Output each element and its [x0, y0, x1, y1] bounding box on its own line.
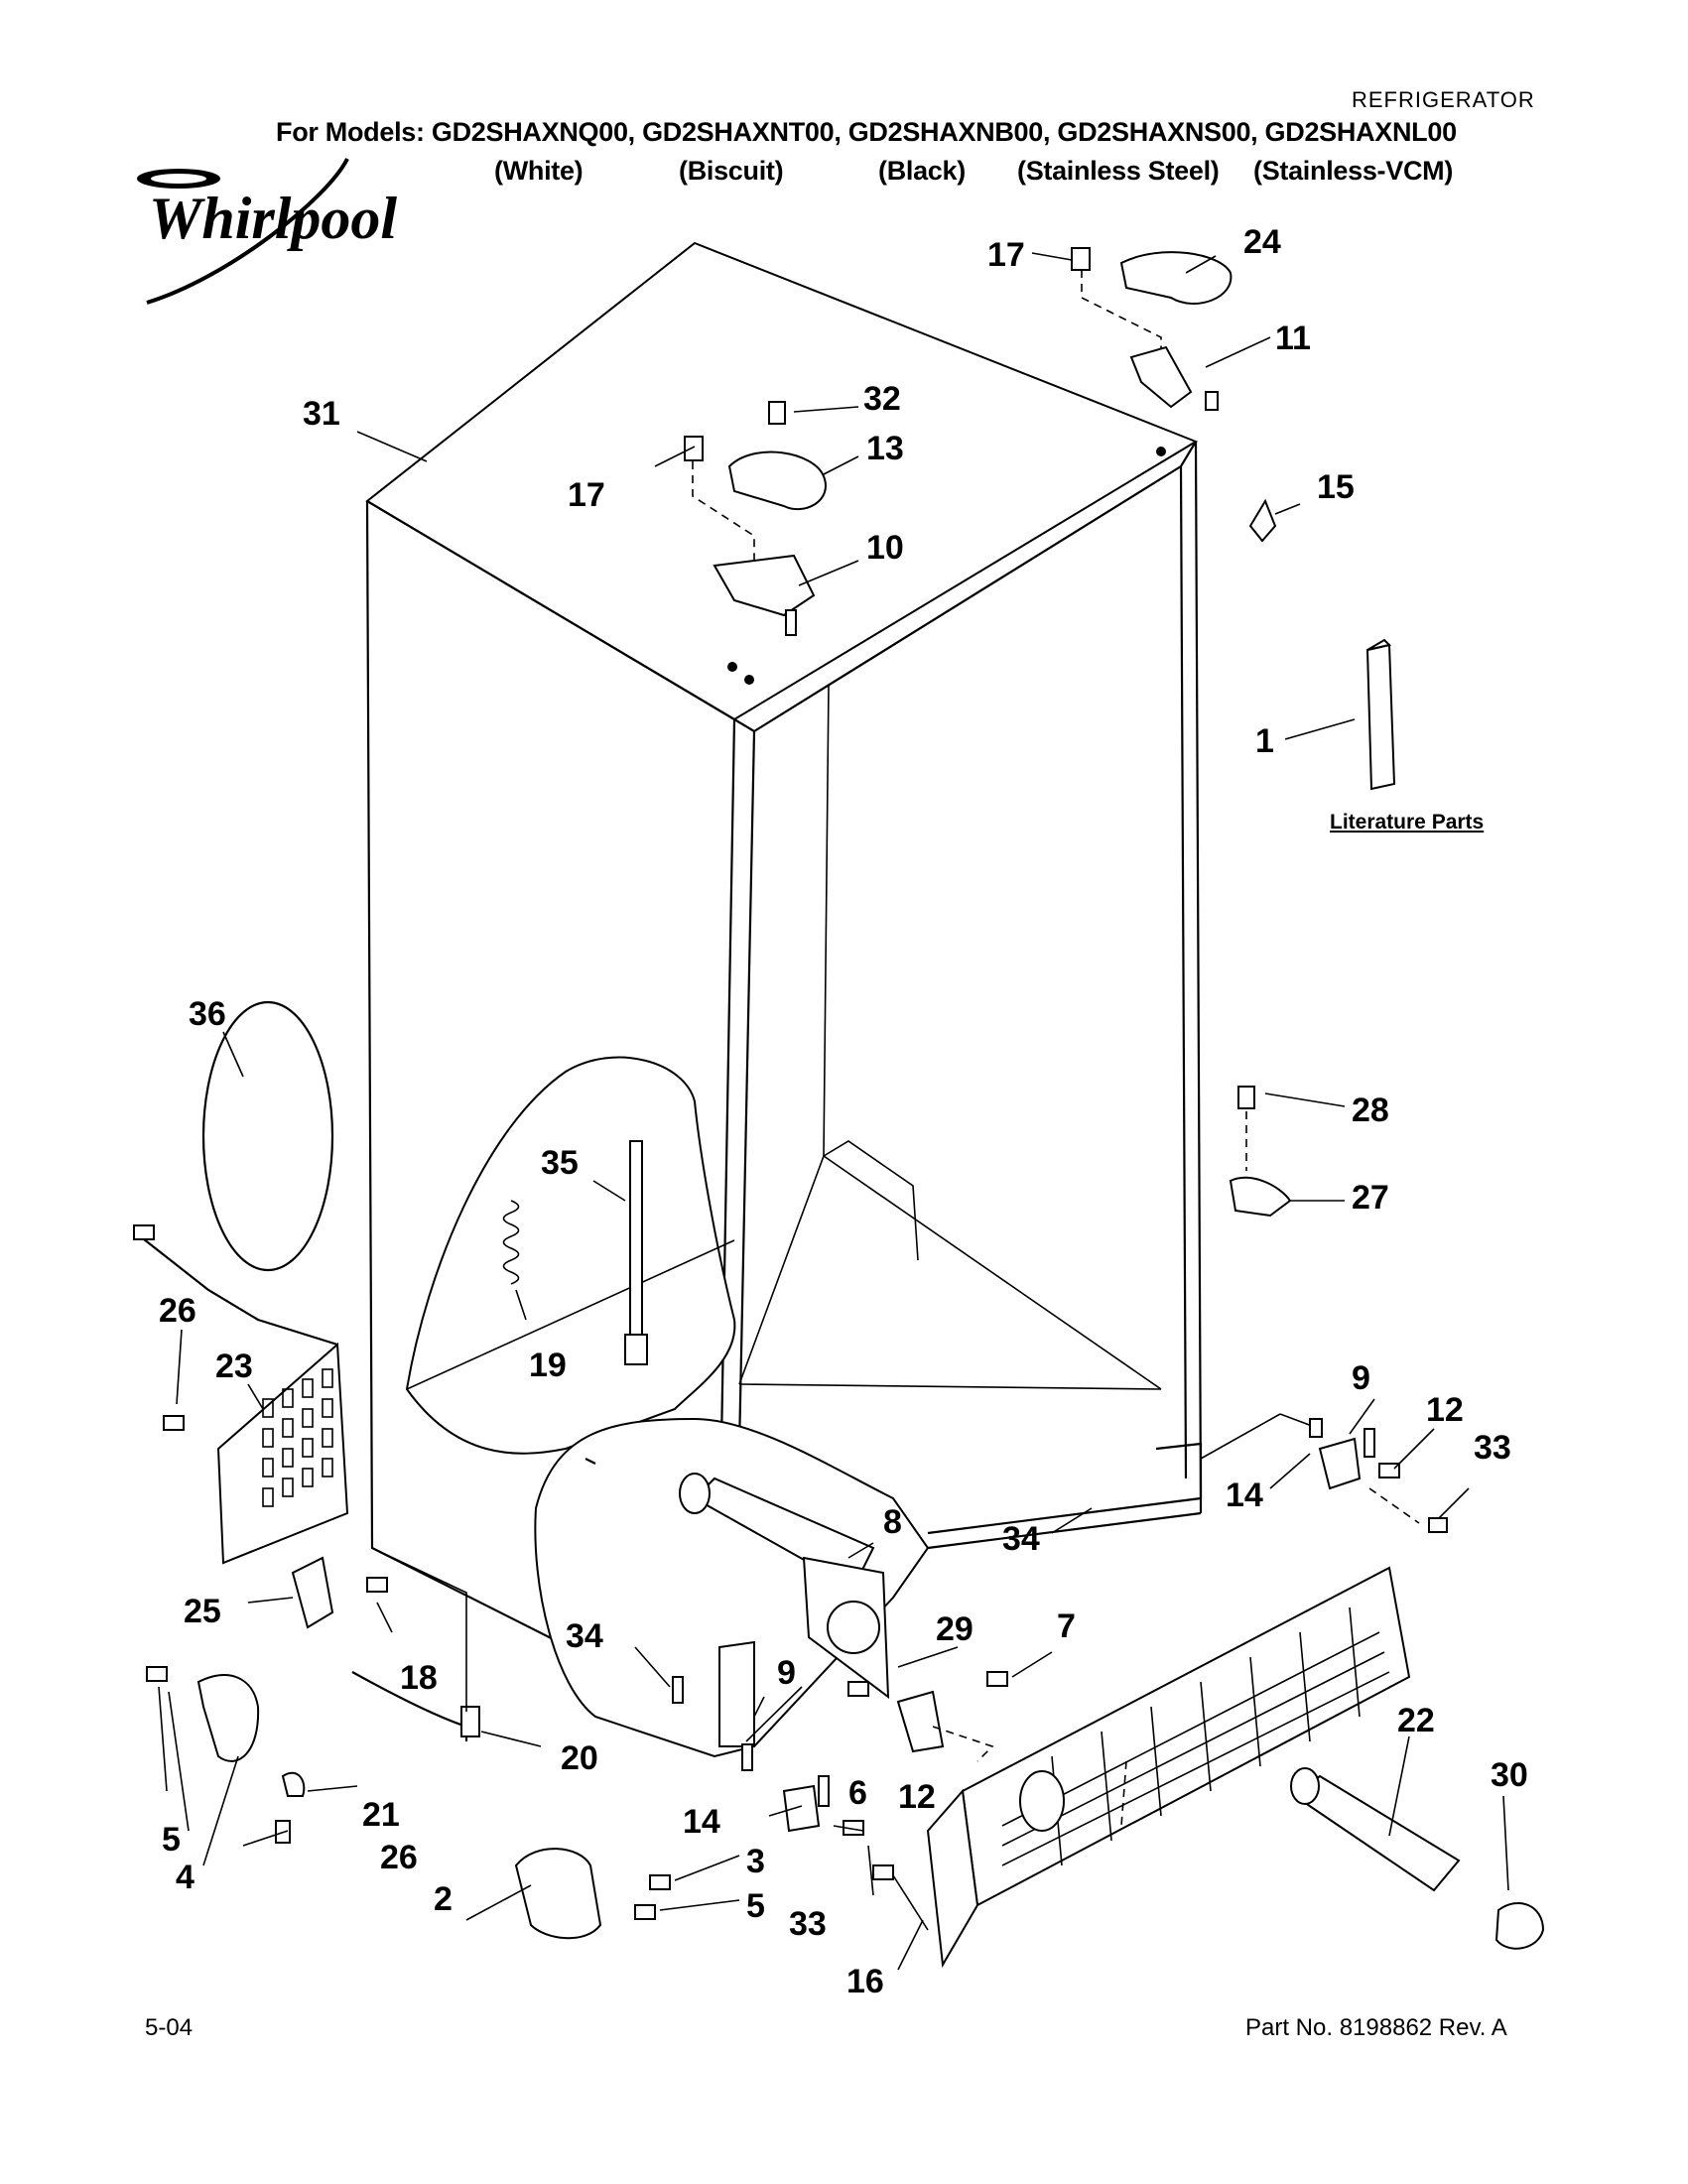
callout-18: 18: [400, 1659, 438, 1697]
top-hinge-left: [684, 401, 827, 685]
callout-26b: 26: [380, 1839, 418, 1876]
callout-6: 6: [848, 1774, 867, 1812]
cutaway-panel-lower: [534, 1417, 930, 1758]
callout-25: 25: [184, 1593, 221, 1630]
callout-34b: 34: [566, 1617, 603, 1655]
models-line: For Models: GD2SHAXNQ00, GD2SHAXNT00, GD…: [276, 117, 1457, 147]
callout-32: 32: [863, 380, 901, 418]
callout-20: 20: [561, 1739, 598, 1777]
callout-13: 13: [866, 430, 904, 467]
literature-booklet: [1365, 638, 1396, 791]
callout-11: 11: [1275, 320, 1311, 357]
bottom-center-parts: [741, 1671, 1008, 1880]
footer-part-number: Part No. 8198862 Rev. A: [1245, 2014, 1507, 2041]
water-filter: [1290, 1767, 1545, 1950]
callout-36: 36: [189, 995, 226, 1033]
callout-24: 24: [1243, 223, 1281, 261]
callout-12b: 12: [898, 1778, 936, 1816]
callout-5b: 5: [746, 1887, 765, 1925]
callout-10: 10: [866, 529, 904, 567]
callout-26a: 26: [159, 1292, 196, 1330]
callout-30: 30: [1491, 1756, 1528, 1794]
callout-21: 21: [362, 1796, 400, 1834]
callout-5a: 5: [162, 1821, 181, 1859]
top-hinge-right: [1071, 247, 1277, 543]
leader-lines: [158, 252, 1509, 1971]
callout-14a: 14: [1226, 1477, 1263, 1514]
callout-1: 1: [1255, 722, 1274, 760]
bottom-hinge-right: [1279, 1413, 1448, 1533]
callout-22: 22: [1397, 1702, 1435, 1739]
callout-23: 23: [215, 1348, 253, 1385]
callout-16: 16: [846, 1963, 884, 2000]
callout-35: 35: [541, 1144, 579, 1182]
callout-labels: 1 2 3 4 5 5 6 7 8 9 9 10 11 12 12 13 14 …: [159, 223, 1528, 2000]
callout-19: 19: [529, 1347, 567, 1384]
callout-7: 7: [1057, 1607, 1076, 1645]
water-inlet-tube: [679, 1473, 890, 1700]
callout-9a: 9: [1352, 1359, 1370, 1397]
callout-27: 27: [1352, 1179, 1389, 1217]
callout-17a: 17: [987, 236, 1025, 274]
callout-3: 3: [746, 1843, 765, 1880]
callout-9b: 9: [777, 1654, 796, 1692]
door-stop-bracket: [1229, 1086, 1292, 1218]
callout-31: 31: [303, 395, 340, 433]
callout-17b: 17: [568, 476, 605, 514]
callout-2: 2: [434, 1880, 453, 1918]
callout-33b: 33: [789, 1905, 827, 1943]
bottom-left-parts: [146, 1556, 671, 1940]
color-label-biscuit: (Biscuit): [679, 156, 784, 186]
color-label-black: (Black): [878, 156, 966, 186]
rear-access-panel: [163, 1342, 349, 1565]
callout-34a: 34: [1002, 1520, 1040, 1558]
logo-wordmark: Whirlpool: [149, 186, 397, 251]
callout-33a: 33: [1474, 1429, 1511, 1467]
color-label-stainless-vcm: (Stainless-VCM): [1253, 156, 1454, 186]
callout-8: 8: [883, 1503, 902, 1541]
power-cord: [133, 1000, 338, 1347]
whirlpool-logo: Whirlpool: [137, 158, 397, 305]
callout-12a: 12: [1426, 1391, 1464, 1429]
color-label-stainless-steel: (Stainless Steel): [1017, 156, 1220, 186]
callout-29: 29: [936, 1610, 974, 1648]
callout-28: 28: [1352, 1092, 1389, 1129]
callout-15: 15: [1317, 468, 1355, 506]
callout-14b: 14: [683, 1803, 720, 1841]
color-label-white: (White): [494, 156, 584, 186]
document-category: REFRIGERATOR: [1352, 87, 1535, 112]
callout-4: 4: [176, 1859, 195, 1896]
cutaway-panel-upper: [405, 1056, 736, 1455]
footer-date: 5-04: [145, 2014, 194, 2041]
literature-parts-label: Literature Parts: [1330, 811, 1485, 834]
base-grille: [926, 1566, 1411, 1969]
